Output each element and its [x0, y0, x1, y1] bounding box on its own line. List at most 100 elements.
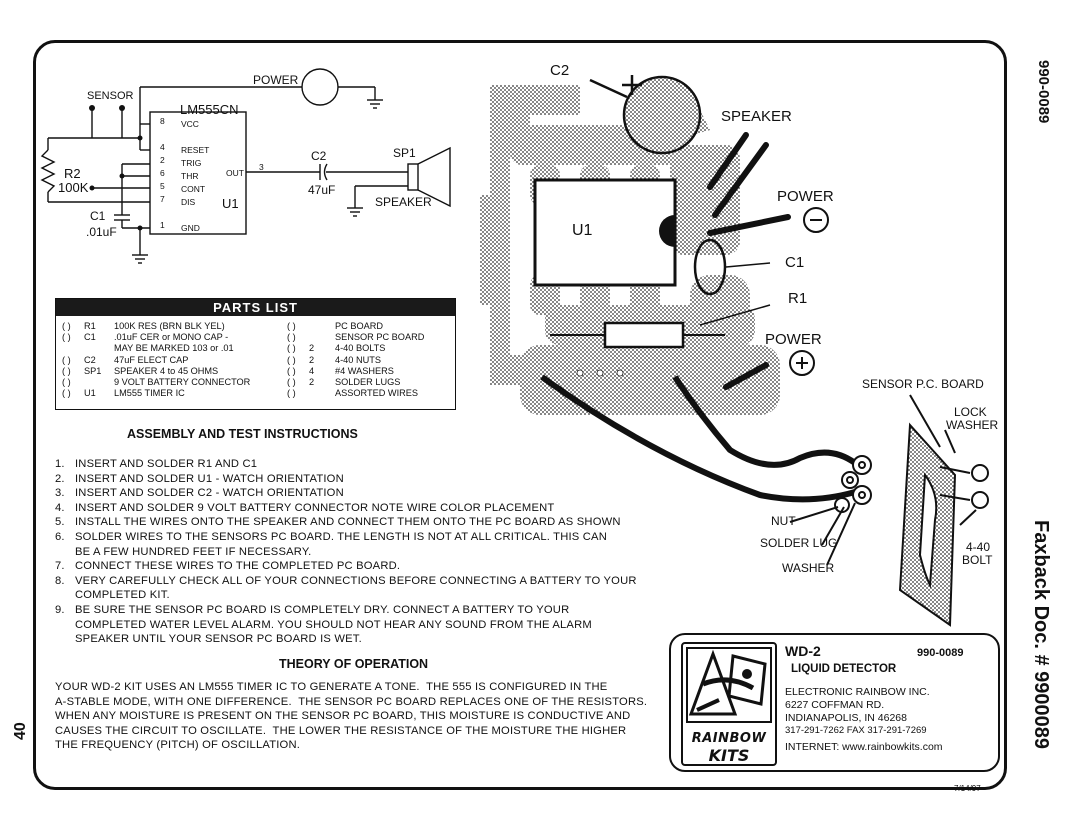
list-item: ( ) SENSOR PC BOARD: [287, 332, 424, 343]
pin-2: 2: [160, 155, 165, 165]
part-ref: U1: [84, 388, 96, 399]
r2-value: 100K: [58, 180, 89, 195]
logo-text-kits: KITS: [708, 746, 750, 765]
faxback-label: Faxback Doc. # 9900089: [1030, 520, 1052, 750]
part-desc: SOLDER LUGS: [335, 377, 401, 388]
kit-model: WD-2: [785, 643, 821, 659]
sp1-label: SP1: [393, 146, 416, 160]
part-desc: ASSORTED WIRES: [335, 388, 419, 399]
c2-value: 47uF: [308, 183, 336, 197]
part-ref: C1: [84, 332, 96, 343]
step-text: INSERT AND SOLDER C2 - WATCH ORIENTATION: [75, 487, 344, 500]
part-desc: MAY BE MARKED 103 or .01: [114, 343, 234, 354]
step-number: 6.: [55, 530, 65, 543]
step-text: INSERT AND SOLDER 9 VOLT BATTERY CONNECT…: [75, 501, 555, 514]
pcb-power-neg-label: POWER: [777, 188, 834, 205]
step-number: 4.: [55, 501, 65, 514]
pin-dis-label: DIS: [181, 197, 196, 207]
c2-schematic-label: C2: [311, 149, 327, 163]
logo-text-rainbow: RAINBOW: [691, 731, 767, 746]
part-qty: 2: [309, 377, 315, 388]
bolt-label-1: 4-40: [966, 540, 991, 554]
company-phone: 317-291-7262 FAX 317-291-7269: [785, 725, 927, 736]
rainbow-kits-logo: RAINBOW KITS: [681, 642, 777, 766]
company-internet: INTERNET: www.rainbowkits.com: [785, 741, 943, 753]
step-text: CONNECT THESE WIRES TO THE COMPLETED PC …: [75, 560, 401, 573]
list-item: ( ) U1 LM555 TIMER IC: [62, 388, 250, 399]
pin-thr-label: THR: [181, 171, 199, 181]
checkbox-mark: ( ): [287, 332, 296, 343]
step-text: BE A FEW HUNDRED FEET IF NECESSARY.: [75, 545, 312, 558]
pin-5: 5: [160, 181, 165, 191]
part-desc: LM555 TIMER IC: [114, 388, 185, 399]
step-text: COMPLETED WATER LEVEL ALARM. YOU SHOULD …: [75, 618, 592, 631]
checkbox-mark: ( ): [287, 321, 296, 331]
pcb-c1-label: C1: [785, 254, 805, 271]
list-item: ( )PC BOARD: [287, 321, 424, 332]
page-border: [33, 40, 1007, 790]
solder-lug-label: SOLDER LUG: [760, 536, 838, 550]
list-item: 5. INSTALL THE WIRES ONTO THE SPEAKER AND…: [55, 515, 655, 530]
part-desc: 4-40 NUTS: [335, 354, 381, 365]
checkbox-mark: ( ): [62, 377, 71, 388]
kit-info-box: RAINBOW KITS WD-2 990-0089 LIQUID DETECT…: [669, 633, 1000, 772]
checkbox-mark: ( ): [62, 321, 71, 331]
bolt-label-2: BOLT: [962, 553, 993, 567]
c1-value: .01uF: [86, 225, 117, 239]
pin-reset-label: RESET: [181, 145, 210, 155]
pin-gnd-label: GND: [181, 223, 200, 233]
list-item: 2.INSERT AND SOLDER U1 - WATCH ORIENTATI…: [55, 472, 655, 487]
list-item: ( ) 2 4-40 NUTS: [287, 355, 424, 366]
r2-label: R2: [64, 166, 81, 181]
part-ref: C2: [84, 354, 96, 365]
step-number: 1.: [55, 458, 65, 470]
checkbox-mark: ( ): [287, 377, 296, 388]
step-text: BE SURE THE SENSOR PC BOARD IS COMPLETEL…: [75, 603, 570, 616]
checkbox-mark: ( ): [287, 388, 296, 399]
theory-text: YOUR WD-2 KIT USES AN LM555 TIMER IC TO …: [55, 681, 648, 752]
lock-washer-label-2: WASHER: [946, 418, 999, 432]
kit-name: LIQUID DETECTOR: [791, 663, 897, 675]
list-item: ( ) 4 #4 WASHERS: [287, 366, 424, 377]
step-text: VERY CAREFULLY CHECK ALL OF YOUR CONNECT…: [75, 574, 637, 587]
part-desc: #4 WASHERS: [335, 365, 394, 376]
company-address: 6227 COFFMAN RD.: [785, 699, 885, 711]
step-number: 7.: [55, 560, 65, 573]
checkbox-mark: ( ): [287, 365, 296, 376]
step-text: INSTALL THE WIRES ONTO THE SPEAKER AND C…: [75, 516, 621, 529]
pin-trig-label: TRIG: [181, 158, 202, 168]
list-item: ( ) 2 SOLDER LUGS: [287, 377, 424, 388]
step-text: INSERT AND SOLDER R1 AND C1: [75, 458, 258, 470]
list-item: ( ) 9 VOLT BATTERY CONNECTOR: [62, 377, 250, 388]
list-item: ( ) ASSORTED WIRES: [287, 388, 424, 399]
ic-name-label: LM555CN: [180, 102, 239, 117]
part-qty: 2: [309, 354, 315, 365]
company-name: ELECTRONIC RAINBOW INC.: [785, 686, 930, 698]
washer-label: WASHER: [782, 561, 835, 575]
parts-list-title: PARTS LIST: [56, 299, 455, 316]
step-number: 5.: [55, 516, 65, 529]
pcb-speaker-label: SPEAKER: [721, 108, 792, 125]
part-qty: 4: [309, 365, 315, 376]
pcb-c2-label: C2: [550, 62, 570, 79]
sensor-board-label: SENSOR P.C. BOARD: [862, 377, 984, 391]
schematic-power-label: POWER: [253, 73, 299, 87]
checkbox-mark: ( ): [62, 388, 71, 399]
list-item: 9.BE SURE THE SENSOR PC BOARD IS COMPLET…: [55, 603, 655, 647]
pin-cont-label: CONT: [181, 184, 206, 194]
part-desc: SENSOR PC BOARD: [335, 332, 425, 343]
part-ref: R1: [84, 321, 96, 331]
part-desc: 9 VOLT BATTERY CONNECTOR: [114, 377, 251, 388]
step-text: SOLDER WIRES TO THE SENSORS PC BOARD. TH…: [75, 530, 607, 543]
part-desc: 4-40 BOLTS: [335, 343, 386, 354]
part-desc: SPEAKER 4 to 45 OHMS: [114, 365, 219, 376]
pin-vcc-label: VCC: [181, 119, 199, 129]
checkbox-mark: ( ): [287, 354, 296, 365]
step-text: SPEAKER UNTIL YOUR SENSOR PC BOARD IS WE…: [75, 633, 362, 646]
lock-washer-label-1: LOCK: [954, 405, 987, 419]
schematic-speaker-label: SPEAKER: [375, 195, 432, 209]
